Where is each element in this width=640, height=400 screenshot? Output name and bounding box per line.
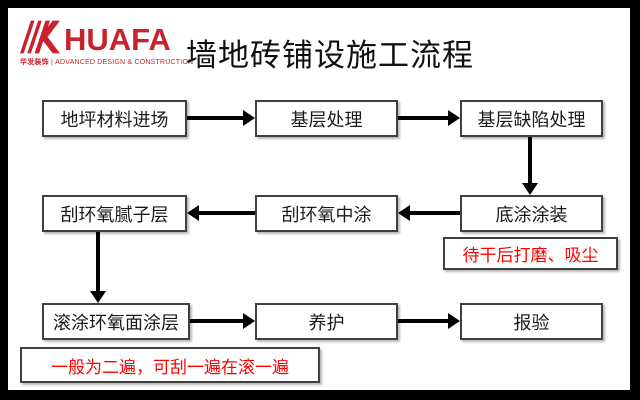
huafa-k-icon	[20, 20, 60, 54]
slide-canvas: HUAFA 华发装饰 | ADVANCED DESIGN & CONSTRUCT…	[8, 8, 630, 390]
flow-node-inspection: 报验	[460, 303, 603, 340]
flow-node-primer-coating: 底涂涂装	[460, 195, 603, 232]
arrow-left-icon	[187, 205, 255, 221]
flow-node-base-treatment: 基层处理	[255, 100, 398, 137]
arrow-right-icon	[190, 313, 255, 329]
logo: HUAFA 华发装饰 | ADVANCED DESIGN & CONSTRUCT…	[20, 20, 194, 67]
annotation-after-primer: 待干后打磨、吸尘	[443, 237, 618, 270]
page-title: 墙地砖铺设施工流程	[186, 38, 474, 73]
arrow-down-icon	[90, 232, 106, 303]
flow-node-epoxy-putty-scraping: 刮环氧腻子层	[42, 195, 187, 232]
arrow-right-icon	[398, 313, 460, 329]
flow-node-curing: 养护	[255, 303, 398, 340]
arrow-left-icon	[398, 205, 460, 221]
brand-tagline: 华发装饰 | ADVANCED DESIGN & CONSTRUCTION	[20, 57, 194, 67]
arrow-right-icon	[187, 110, 255, 126]
flow-node-base-defect-treatment: 基层缺陷处理	[460, 100, 603, 137]
flow-node-epoxy-midcoat-scraping: 刮环氧中涂	[255, 195, 398, 232]
arrow-down-icon	[522, 137, 538, 195]
flow-node-epoxy-topcoat-rolling: 滚涂环氧面涂层	[42, 303, 190, 340]
brand-tagline-en: | ADVANCED DESIGN & CONSTRUCTION	[50, 59, 194, 66]
brand-wordmark: HUAFA	[64, 21, 171, 57]
brand-tagline-cn: 华发装饰	[20, 59, 49, 66]
flow-node-material-entry: 地坪材料进场	[42, 100, 187, 137]
annotation-topcoat-tip: 一般为二遍，可刮一遍在滚一遍	[20, 347, 320, 383]
arrow-right-icon	[398, 110, 460, 126]
